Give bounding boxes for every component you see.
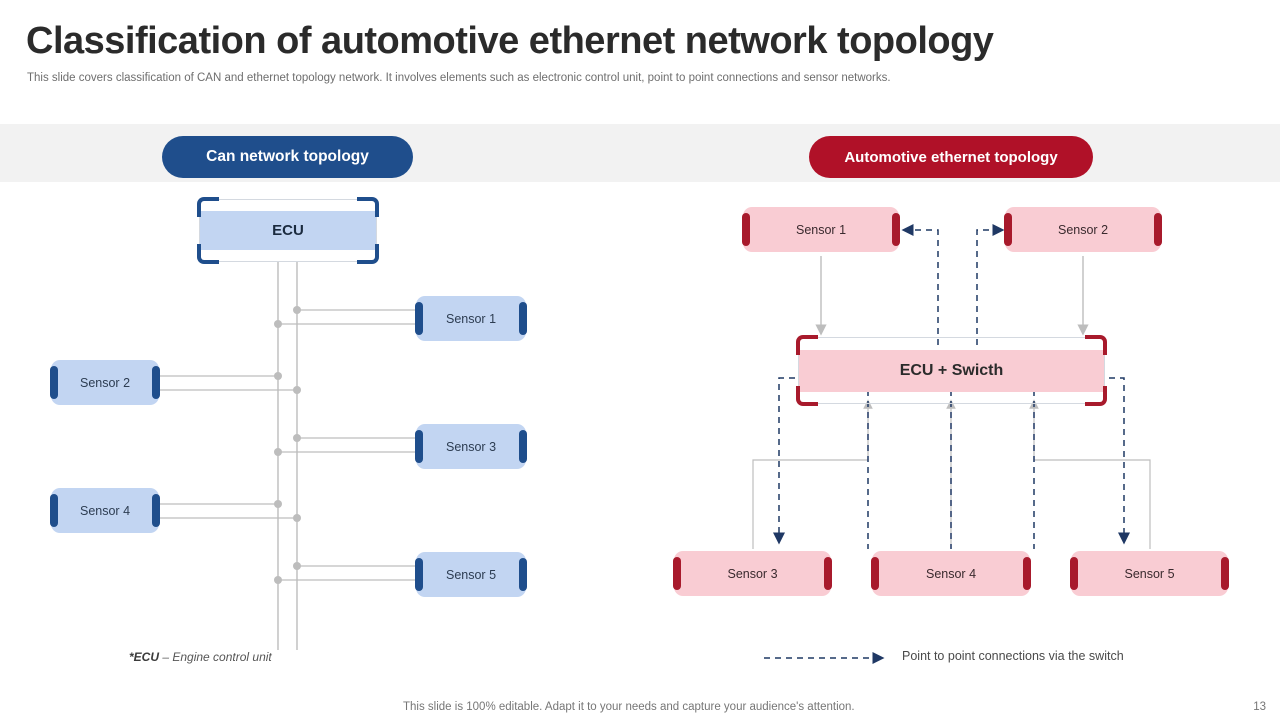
- ecu-footnote-term: *ECU: [129, 650, 160, 664]
- node-label: Sensor 4: [925, 566, 977, 581]
- can-bus-lines: [277, 262, 298, 650]
- chip-cap-right-icon: [892, 213, 900, 246]
- ecu-footnote: *ECU – Engine control unit: [129, 650, 272, 664]
- corner-bracket-br-icon: [1085, 386, 1107, 406]
- chip-cap-right-icon: [1154, 213, 1162, 246]
- chip-cap-left-icon: [1004, 213, 1012, 246]
- chip-cap-left-icon: [50, 366, 58, 399]
- corner-bracket-tr-icon: [357, 197, 379, 217]
- node-label: Sensor 4: [79, 503, 131, 518]
- node-label: Sensor 5: [1124, 566, 1175, 581]
- legend-label: Point to point connections via the switc…: [902, 649, 1124, 663]
- corner-bracket-br-icon: [357, 244, 379, 264]
- node-label: Sensor 2: [1057, 222, 1109, 237]
- can-stub-sensor3: [274, 434, 416, 456]
- chip-cap-left-icon: [1070, 557, 1078, 590]
- node-can-sensor-3[interactable]: Sensor 3: [415, 424, 527, 469]
- chip-cap-left-icon: [673, 557, 681, 590]
- chip-cap-right-icon: [152, 494, 160, 527]
- node-label: Sensor 1: [445, 311, 497, 326]
- chip-cap-right-icon: [1023, 557, 1031, 590]
- node-can-sensor-5[interactable]: Sensor 5: [415, 552, 527, 597]
- node-label: Sensor 3: [727, 566, 778, 581]
- ecu-label-band: ECU: [200, 211, 376, 250]
- chip-cap-left-icon: [415, 430, 423, 463]
- corner-bracket-tl-icon: [796, 335, 818, 355]
- ecu-outline: [199, 199, 377, 262]
- chip-cap-left-icon: [742, 213, 750, 246]
- node-ecu-switch[interactable]: ECU + Swicth: [796, 335, 1107, 406]
- node-can-sensor-1[interactable]: Sensor 1: [415, 296, 527, 341]
- node-eth-sensor-3[interactable]: Sensor 3: [673, 551, 832, 596]
- chip-cap-left-icon: [415, 558, 423, 591]
- ecu-switch-outline: [798, 337, 1105, 404]
- node-eth-sensor-4[interactable]: Sensor 4: [871, 551, 1031, 596]
- chip-cap-right-icon: [824, 557, 832, 590]
- corner-bracket-tr-icon: [1085, 335, 1107, 355]
- node-label: Sensor 1: [795, 222, 847, 237]
- corner-bracket-bl-icon: [197, 244, 219, 264]
- panel-title-can: Can network topology: [162, 136, 413, 178]
- node-can-sensor-4[interactable]: Sensor 4: [50, 488, 160, 533]
- chip-cap-right-icon: [519, 558, 527, 591]
- can-stub-sensor5: [274, 562, 416, 584]
- eth-dashed-links: [773, 224, 1130, 549]
- editable-note: This slide is 100% editable. Adapt it to…: [403, 701, 855, 713]
- page-number: 13: [1253, 701, 1266, 713]
- can-stub-sensor4: [158, 500, 301, 522]
- panel-title-ethernet: Automotive ethernet topology: [809, 136, 1093, 178]
- corner-bracket-bl-icon: [796, 386, 818, 406]
- corner-bracket-tl-icon: [197, 197, 219, 217]
- ecu-switch-label-band: ECU + Swicth: [799, 350, 1104, 392]
- chip-cap-right-icon: [152, 366, 160, 399]
- chip-cap-left-icon: [871, 557, 879, 590]
- can-stub-sensor2: [158, 372, 301, 394]
- chip-cap-left-icon: [50, 494, 58, 527]
- node-label: Sensor 5: [445, 567, 497, 582]
- node-ecu[interactable]: ECU: [197, 197, 379, 264]
- node-label: Sensor 3: [445, 439, 497, 454]
- chip-cap-left-icon: [415, 302, 423, 335]
- node-label: Sensor 2: [79, 375, 131, 390]
- node-eth-sensor-1[interactable]: Sensor 1: [742, 207, 900, 252]
- chip-cap-right-icon: [1221, 557, 1229, 590]
- can-stub-sensor1: [274, 306, 416, 328]
- chip-cap-right-icon: [519, 430, 527, 463]
- ecu-label: ECU: [272, 222, 304, 239]
- ecu-switch-label: ECU + Swicth: [899, 362, 1004, 379]
- legend: Point to point connections via the switc…: [762, 649, 1124, 663]
- ecu-footnote-text: – Engine control unit: [159, 650, 272, 664]
- node-eth-sensor-2[interactable]: Sensor 2: [1004, 207, 1162, 252]
- eth-solid-downlinks: [815, 256, 1089, 336]
- page-title: Classification of automotive ethernet ne…: [26, 20, 994, 62]
- chip-cap-right-icon: [519, 302, 527, 335]
- page-subtitle: This slide covers classification of CAN …: [27, 72, 891, 84]
- node-can-sensor-2[interactable]: Sensor 2: [50, 360, 160, 405]
- node-eth-sensor-5[interactable]: Sensor 5: [1070, 551, 1229, 596]
